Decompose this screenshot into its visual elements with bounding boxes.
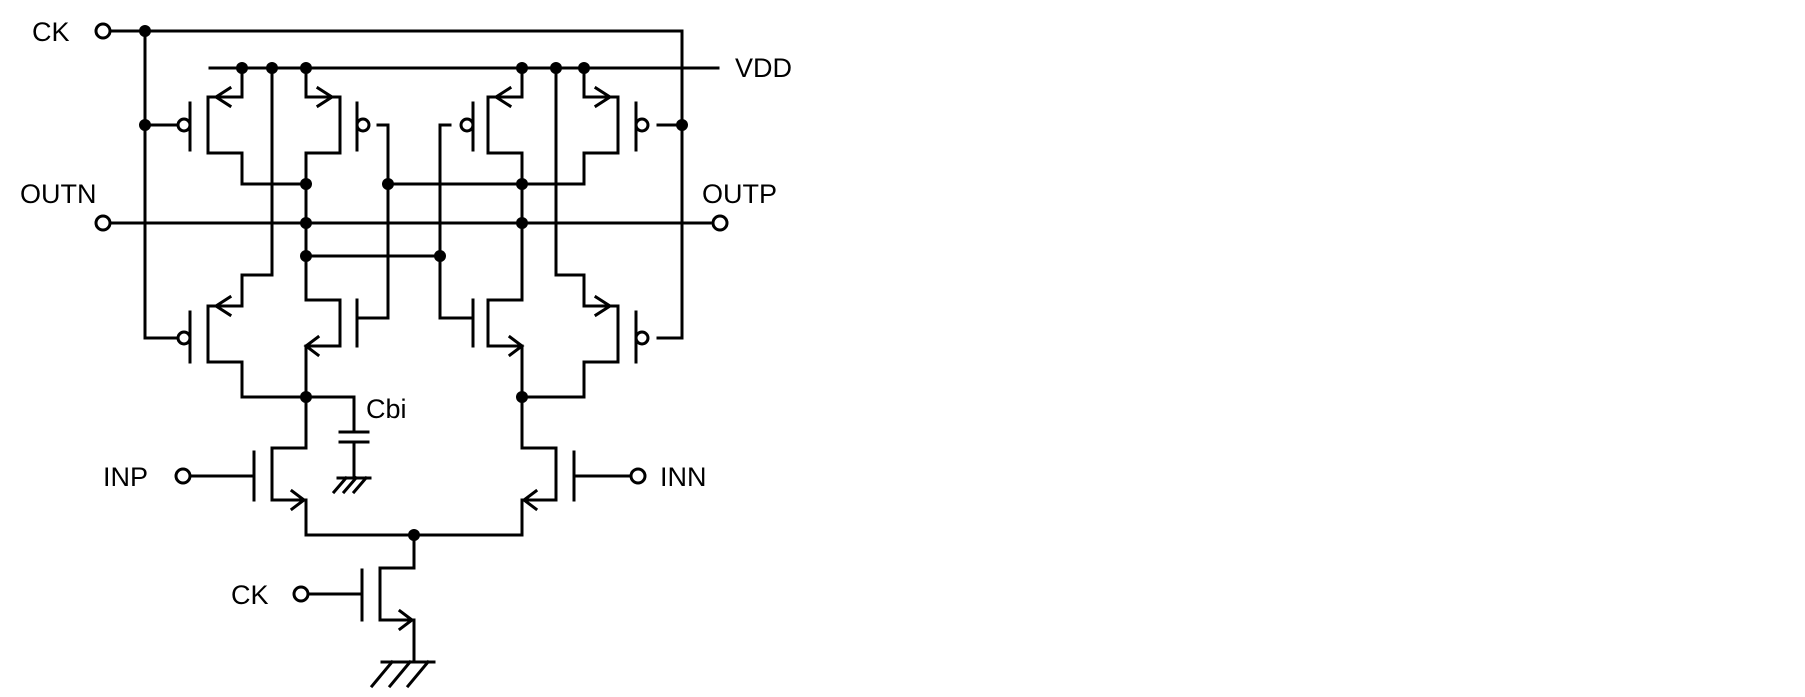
pmos-left-inner-top [304,66,390,320]
ck-bottom-label: CK [231,580,269,610]
ck-rail [95,29,684,340]
pmos-gate-bubbles [176,117,650,346]
pmos-right-inner-bottom [438,298,525,399]
ground-symbol-tail [369,659,436,689]
inp-label: INP [103,462,148,492]
vdd-label: VDD [735,53,792,83]
nmos-input-right [520,395,631,537]
outp-pin [711,214,729,232]
junction-dots [139,25,688,541]
cbi-label: Cbi [366,394,407,424]
pmos-right-outer-bottom [520,66,684,399]
ck-bottom-pin [292,585,310,603]
outn-label: OUTN [20,179,97,209]
nmos-tail [305,566,416,664]
pmos-right-inner-top [438,66,524,320]
outp-label: OUTP [702,179,777,209]
cross-coupling-wires [101,182,712,258]
pmos-right-outer-top [520,66,684,186]
inn-pin [629,467,647,485]
pmos-left-outer-bottom [143,66,308,399]
inn-label: INN [660,462,707,492]
ck-top-pin [94,22,112,40]
capacitor-cbi [304,395,370,480]
ground-symbol-cbi [331,475,372,495]
outn-pin [94,214,112,232]
inp-pin [174,467,192,485]
pmos-left-inner-bottom [303,298,390,399]
ck-top-label: CK [32,17,70,47]
nmos-input-left [190,395,308,537]
pmos-left-outer-top [143,66,308,186]
